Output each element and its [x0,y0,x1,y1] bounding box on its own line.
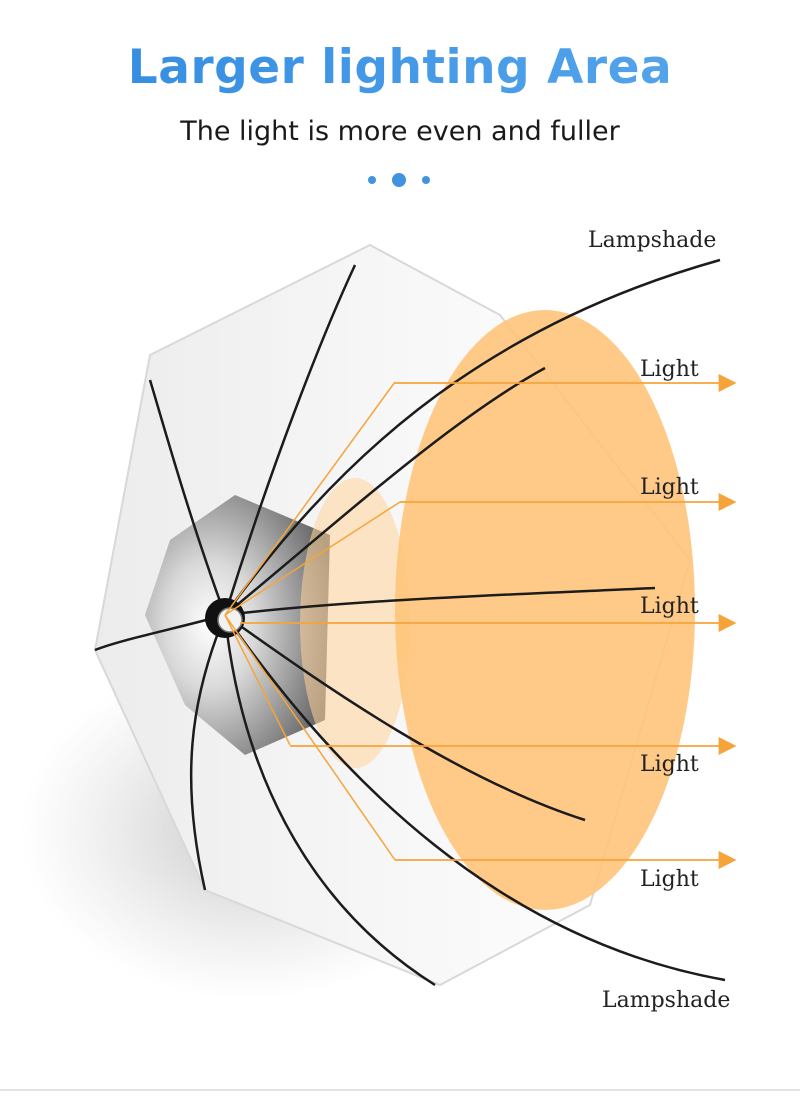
page-title: Larger lighting Area [0,40,800,95]
label-light-2: Light [640,475,699,500]
dot-center [392,173,406,187]
light-arrows [240,374,737,869]
label-lampshade-top: Lampshade [588,228,716,253]
softbox-ribs [94,258,726,987]
light-area [395,310,695,910]
label-light-3: Light [640,594,699,619]
dot-right [422,176,430,184]
dot-left [368,176,376,184]
label-light-5: Light [640,867,699,892]
light-rays [224,381,401,861]
label-light-4: Light [640,752,699,777]
page-subtitle: The light is more even and fuller [180,116,620,147]
label-lampshade-bottom: Lampshade [602,988,730,1013]
decorative-dots [368,173,430,187]
label-light-1: Light [640,357,699,382]
